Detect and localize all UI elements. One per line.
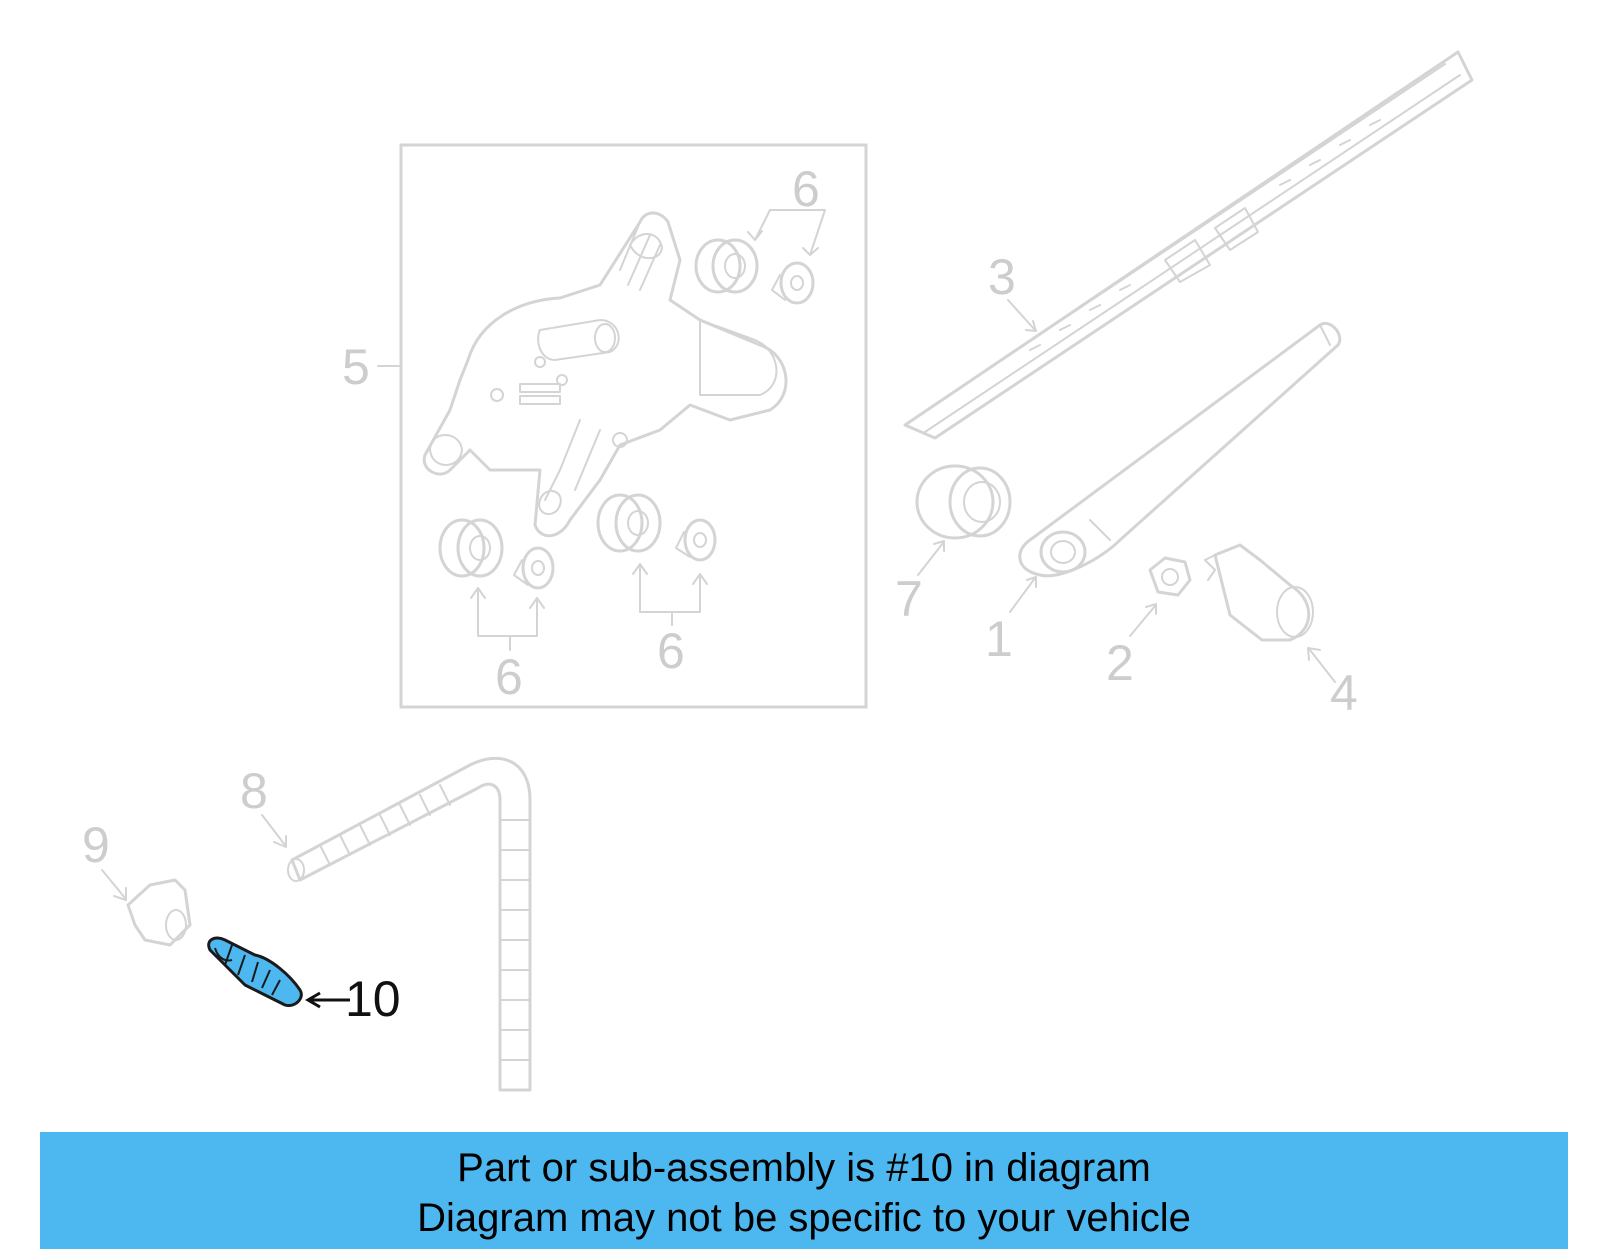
callout-2: 2 <box>1106 635 1134 691</box>
part-8-hose[interactable] <box>261 756 532 1092</box>
callout-6-bottom-right: 6 <box>657 623 685 679</box>
callout-6-bottom-left: 6 <box>495 649 523 705</box>
leader-6-top <box>747 209 826 256</box>
leader-6-bottom-left <box>470 587 545 651</box>
part-9-nozzle[interactable] <box>101 869 192 947</box>
bushing-small-bottom-right <box>675 518 717 562</box>
leader-9 <box>101 869 127 901</box>
bushing-small-bottom-left <box>513 546 555 590</box>
leader-10-arrow <box>305 991 350 1009</box>
callout-7: 7 <box>895 571 923 627</box>
bushing-large-bottom-left <box>438 518 504 578</box>
leader-6-bottom-right <box>632 563 708 626</box>
leader-3 <box>1007 299 1037 332</box>
callout-9: 9 <box>82 817 110 873</box>
part-1-wiper-arm[interactable] <box>1009 321 1342 613</box>
part-10-connector-highlighted[interactable] <box>207 936 350 1009</box>
leader-2 <box>1129 603 1157 637</box>
bushing-small-top <box>771 261 815 305</box>
callout-4: 4 <box>1330 665 1358 721</box>
callout-5: 5 <box>342 339 370 395</box>
leader-4 <box>1307 647 1336 683</box>
leader-1 <box>1009 576 1037 613</box>
assembly-frame <box>399 143 868 709</box>
leader-8 <box>261 814 287 848</box>
info-banner: Part or sub-assembly is #10 in diagram D… <box>40 1132 1568 1249</box>
banner-line-1: Part or sub-assembly is #10 in diagram <box>457 1146 1151 1190</box>
part-2-nut[interactable] <box>1129 556 1192 637</box>
callout-6-top: 6 <box>792 161 820 217</box>
part-5-wiper-motor-assembly[interactable] <box>377 143 868 709</box>
callout-8: 8 <box>240 763 268 819</box>
callout-3: 3 <box>988 249 1016 305</box>
bushing-large-top <box>694 238 759 294</box>
bushing-large-bottom-right <box>596 493 662 553</box>
callout-10[interactable]: 10 <box>345 971 401 1027</box>
part-4-cap[interactable] <box>1204 543 1336 683</box>
leader-7 <box>917 540 945 576</box>
banner-line-2: Diagram may not be specific to your vehi… <box>417 1196 1191 1240</box>
part-7-grommet[interactable] <box>915 464 1012 576</box>
callout-1: 1 <box>985 611 1013 667</box>
part-3-wiper-blade[interactable] <box>903 50 1474 440</box>
